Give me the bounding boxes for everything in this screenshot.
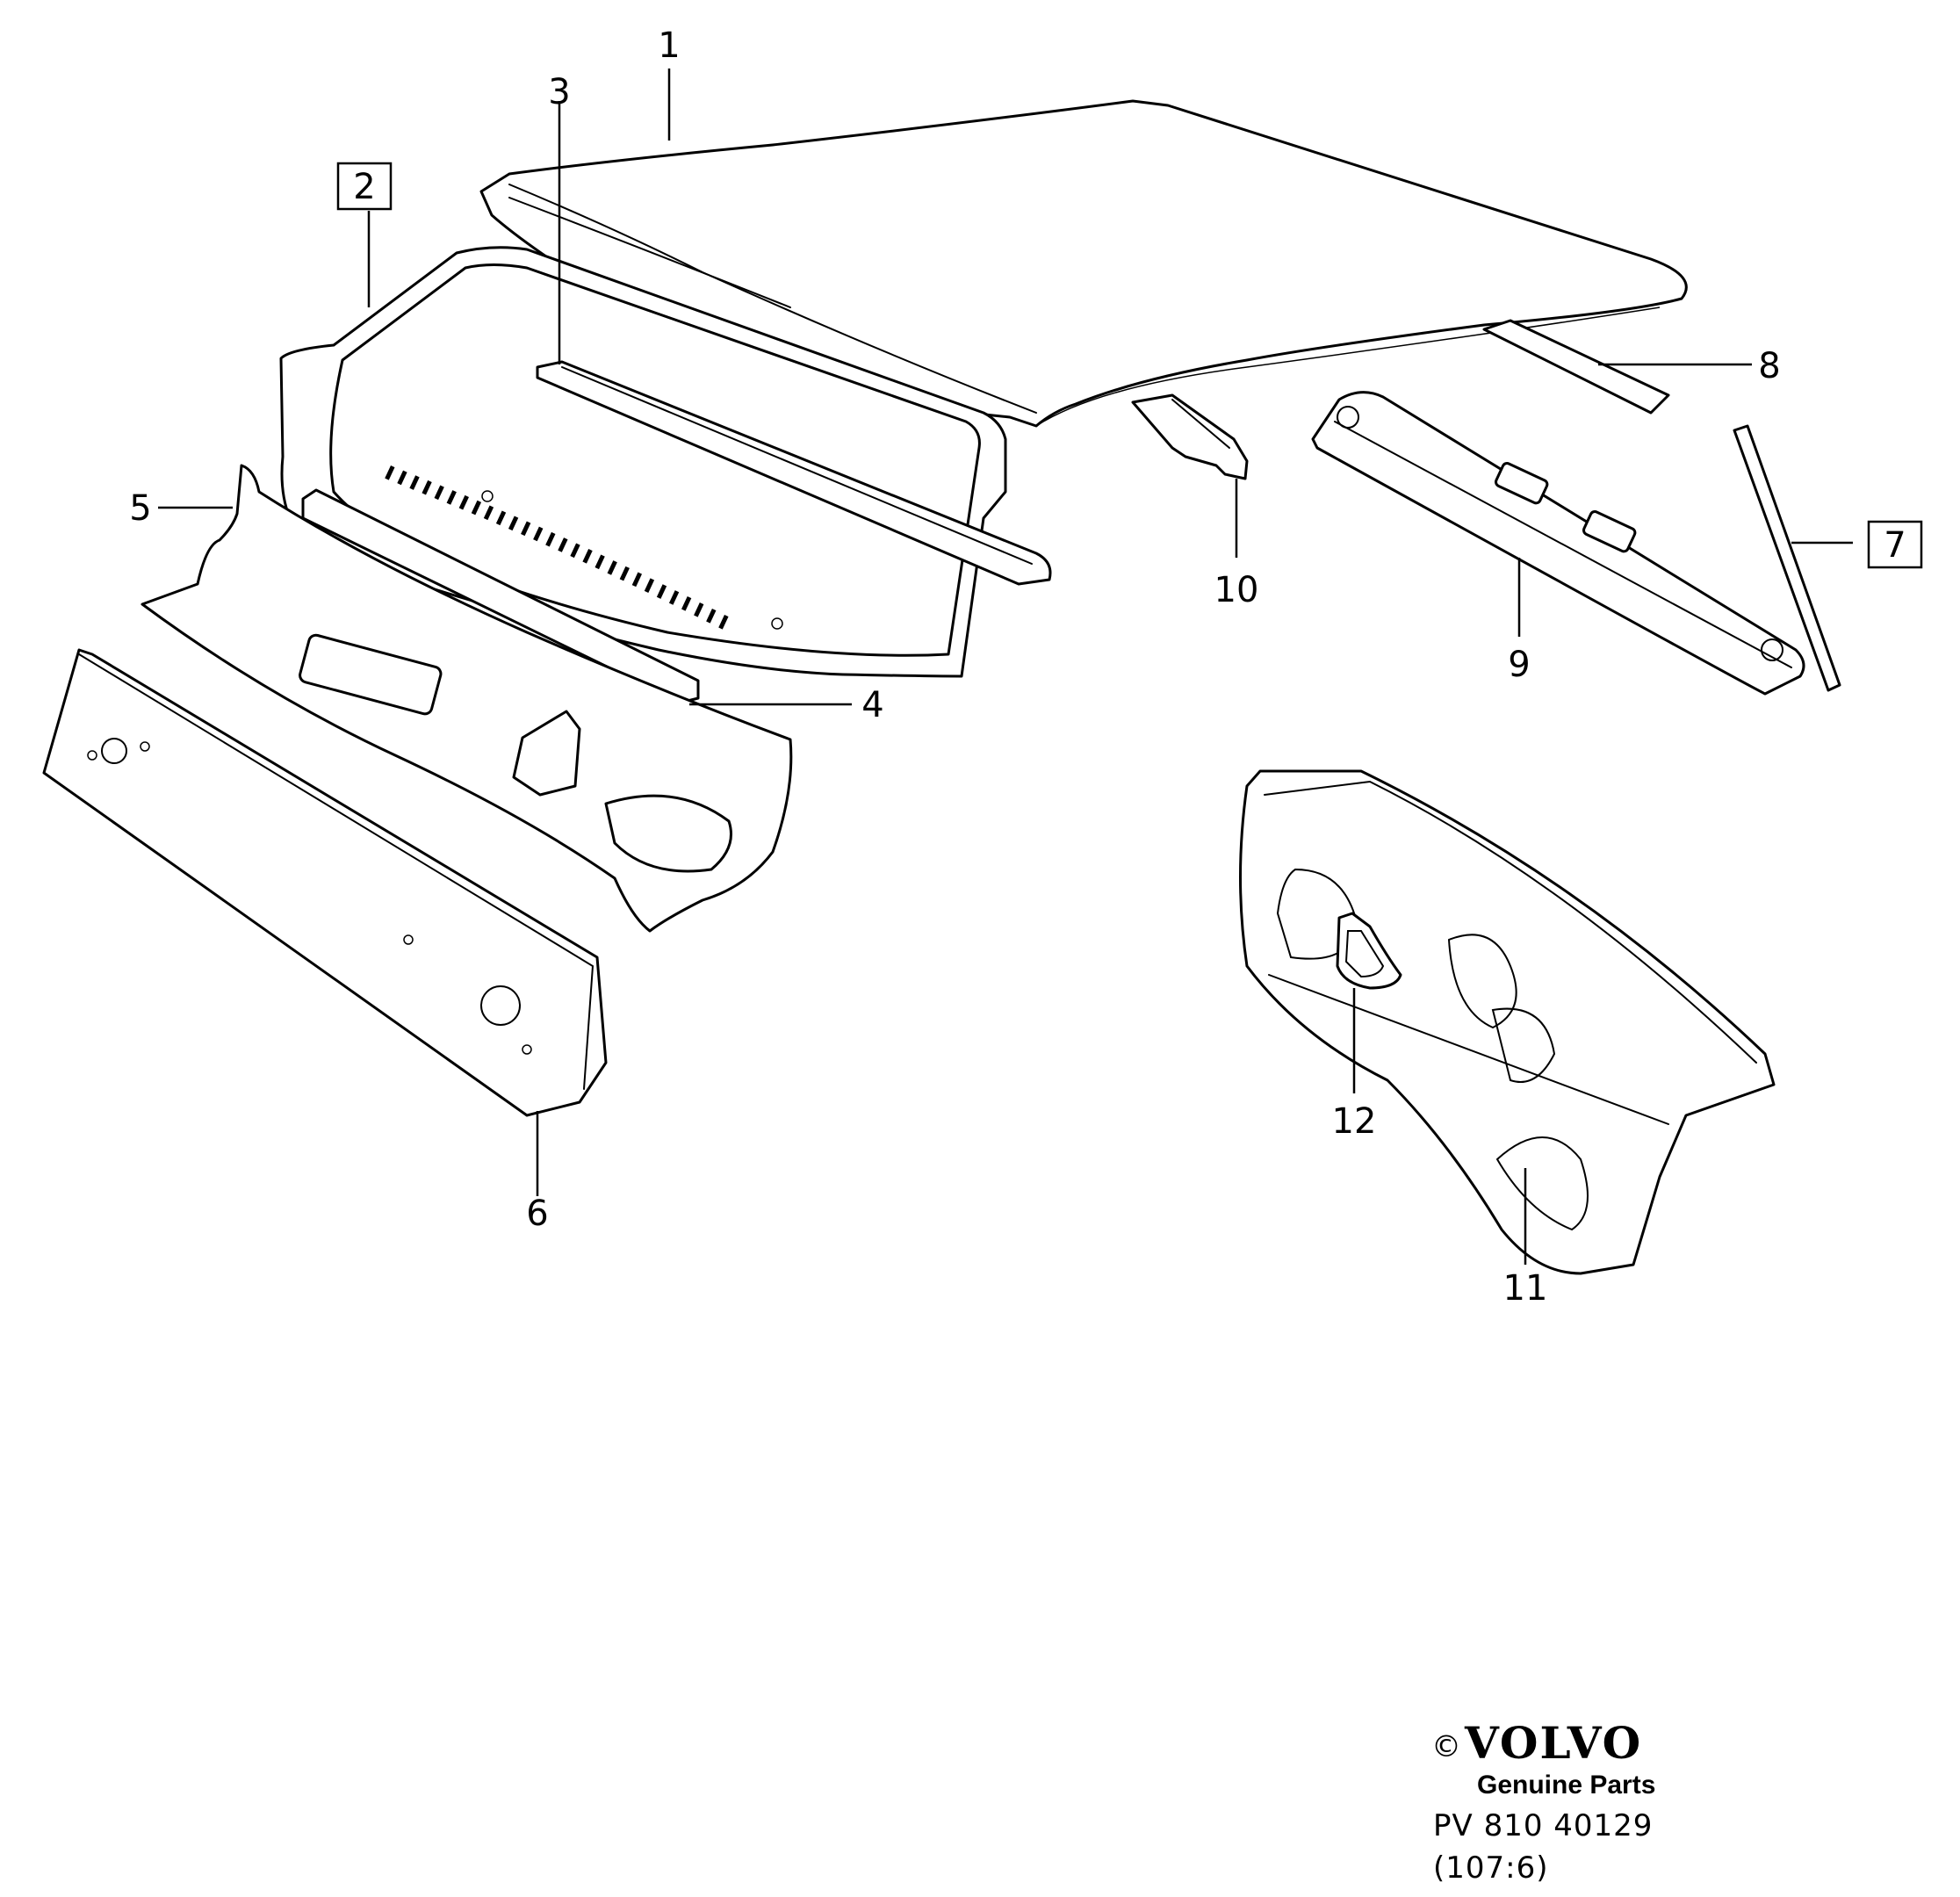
callout-9: 9 bbox=[1508, 645, 1530, 685]
brand-subtitle: Genuine Parts bbox=[1477, 1771, 1655, 1800]
callout-label: 12 bbox=[1332, 1101, 1377, 1142]
rear-crossmember bbox=[1239, 769, 1776, 1275]
window-trim-strip bbox=[536, 360, 1052, 586]
vent-slots bbox=[385, 465, 729, 630]
vent-slot bbox=[409, 475, 420, 490]
brand-block: © VOLVO Genuine Parts PV 810 40129 (107:… bbox=[1431, 1717, 1655, 1886]
vent-slot bbox=[446, 490, 457, 505]
callout-3: 3 bbox=[548, 72, 570, 112]
callout-6: 6 bbox=[526, 1194, 548, 1234]
vent-slot bbox=[570, 543, 580, 559]
callout-10: 10 bbox=[1214, 570, 1259, 610]
vent-slot bbox=[607, 560, 617, 575]
callout-label: 2 bbox=[353, 167, 375, 207]
vent-slot bbox=[681, 596, 692, 611]
callout-label: 7 bbox=[1884, 525, 1906, 566]
vent-slot bbox=[558, 537, 568, 552]
callout-label: 9 bbox=[1508, 645, 1530, 685]
callout-1: 1 bbox=[658, 25, 680, 66]
vent-slot bbox=[706, 609, 717, 624]
part-code: PV 810 40129 bbox=[1433, 1808, 1653, 1843]
vent-slot bbox=[385, 465, 395, 480]
callout-4: 4 bbox=[861, 685, 883, 725]
vent-slot bbox=[718, 615, 729, 630]
callout-label: 5 bbox=[129, 488, 151, 529]
callout-label: 4 bbox=[861, 685, 883, 725]
leader-lines bbox=[158, 69, 1853, 1265]
vent-slot bbox=[533, 526, 544, 542]
brand-logo: VOLVO bbox=[1464, 1717, 1642, 1769]
vent-slot bbox=[594, 554, 605, 570]
vent-slot bbox=[483, 505, 494, 521]
vent-slot bbox=[422, 480, 432, 495]
vent-slot bbox=[495, 510, 507, 526]
callout-7: 7 bbox=[1867, 520, 1923, 569]
callout-8: 8 bbox=[1758, 346, 1780, 386]
copyright-symbol: © bbox=[1431, 1729, 1461, 1764]
parcel-shelf bbox=[141, 464, 793, 933]
callout-label: 6 bbox=[526, 1194, 548, 1234]
vent-slot bbox=[471, 500, 482, 516]
rear-panel bbox=[42, 648, 608, 1117]
vent-slot bbox=[434, 485, 444, 501]
reference-code: (107:6) bbox=[1433, 1850, 1549, 1886]
vent-slot bbox=[397, 470, 407, 486]
callout-12: 12 bbox=[1332, 1101, 1377, 1142]
vent-slot bbox=[668, 590, 680, 605]
callout-box bbox=[336, 162, 393, 211]
vent-slot bbox=[694, 602, 704, 617]
vent-slot bbox=[644, 578, 655, 593]
callout-label: 3 bbox=[548, 72, 570, 112]
callout-label: 1 bbox=[658, 25, 680, 66]
vent-slot bbox=[521, 521, 531, 537]
callout-5: 5 bbox=[129, 488, 151, 529]
rear-shelf-rail bbox=[1311, 391, 1805, 696]
side-rail-strip bbox=[1733, 424, 1841, 692]
rear-roof-bracket bbox=[1482, 319, 1670, 415]
vent-slot bbox=[619, 566, 630, 581]
callout-label: 11 bbox=[1503, 1268, 1548, 1309]
callout-2: 2 bbox=[336, 162, 393, 211]
callout-label: 10 bbox=[1214, 570, 1259, 610]
c-pillar-bracket bbox=[1131, 393, 1249, 480]
callout-11: 11 bbox=[1503, 1268, 1548, 1309]
vent-slot bbox=[631, 572, 643, 588]
grommet bbox=[1336, 912, 1402, 990]
callout-label: 8 bbox=[1758, 346, 1780, 386]
callout-box bbox=[1867, 520, 1923, 569]
vent-slot bbox=[458, 494, 469, 510]
vent-slot bbox=[508, 516, 519, 531]
vent-slot bbox=[545, 531, 556, 547]
vent-slot bbox=[582, 548, 593, 564]
vent-slot bbox=[656, 584, 667, 599]
